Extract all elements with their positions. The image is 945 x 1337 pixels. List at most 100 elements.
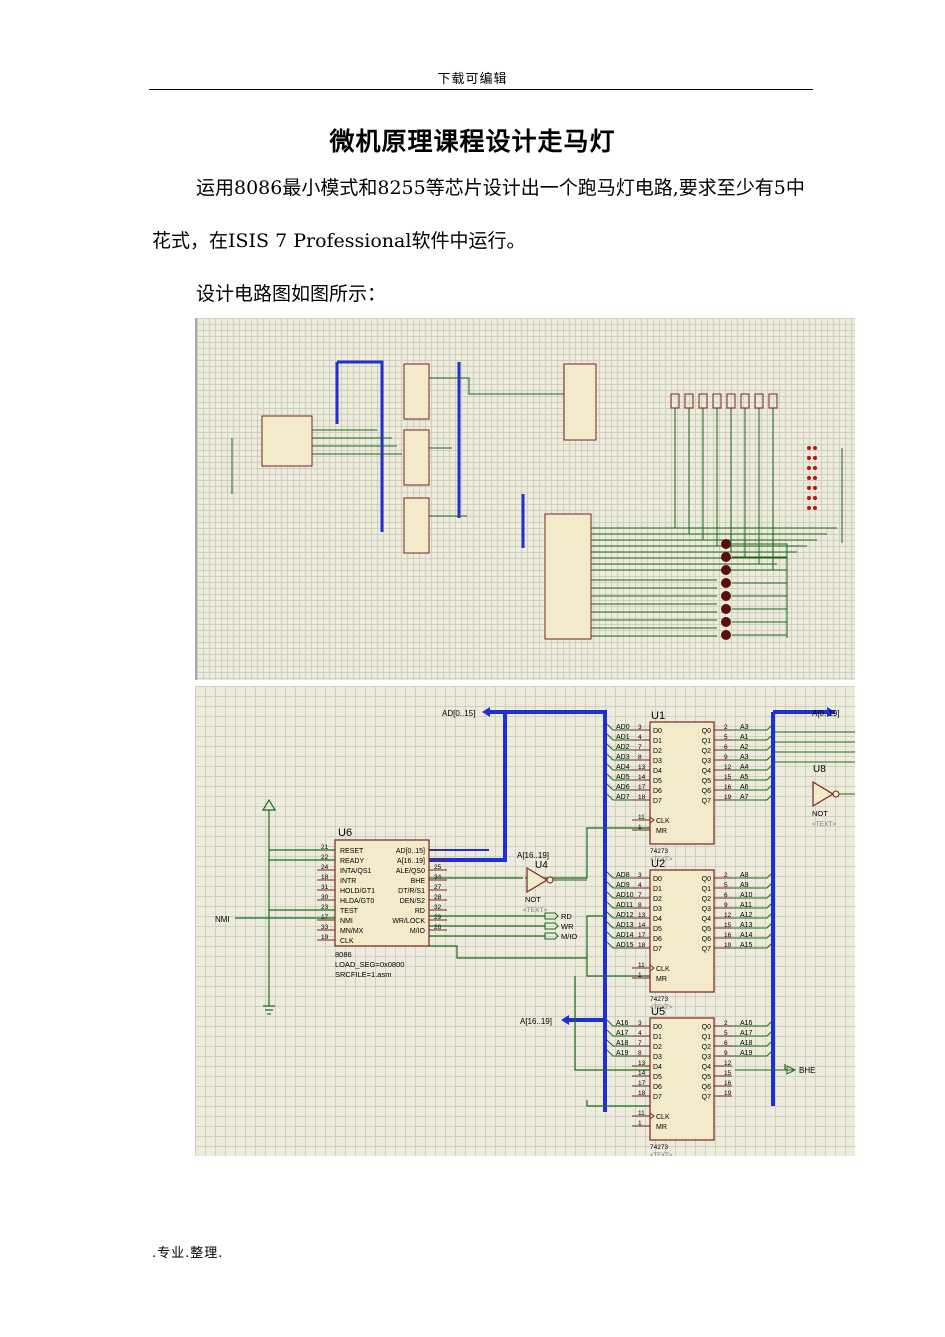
schematic-detail-image: U6 8086 LOAD_SEG=0x0800 SRCFILE=1.asm 21… <box>195 686 855 1156</box>
latch-in-net: AD11 <box>616 902 633 909</box>
latch-pin-num: 8 <box>638 902 642 909</box>
latch-out-net: A8 <box>740 872 749 879</box>
latch-out-net: A13 <box>740 922 753 929</box>
latch-text: <TEXT> <box>650 1005 673 1011</box>
latch-pin-num: 11 <box>638 962 645 969</box>
u6-pin-num: 27 <box>434 884 442 891</box>
ctrl-label: M/IO <box>561 932 577 941</box>
latch-pin-num: 9 <box>724 1050 728 1057</box>
u6-pin-num: 22 <box>321 854 329 861</box>
latch-q-name: Q2 <box>702 1044 711 1051</box>
a-bus-label: A[0..19] <box>812 709 840 718</box>
u6-pin-num: 23 <box>321 904 329 911</box>
latch-q-name: Q1 <box>702 886 711 893</box>
latch-out-net: A6 <box>740 784 749 791</box>
latch-part: 74273 <box>650 1144 668 1151</box>
ctrl-terminal <box>544 932 559 940</box>
schematic-overview-image <box>195 318 855 680</box>
u6-pin-num: 25 <box>434 864 442 871</box>
latch-pin-num: 13 <box>638 912 646 919</box>
latch-out-net: A15 <box>740 942 753 949</box>
bhe-output: BHE <box>735 1065 815 1075</box>
latch-q-name: Q4 <box>702 1064 711 1071</box>
latch-pin-num: 13 <box>638 764 646 771</box>
latch-pin-num: 12 <box>724 764 732 771</box>
u6-pin-name: HLDA/GT0 <box>340 898 374 905</box>
u6-8086-chip <box>334 839 430 947</box>
u6-pin-name: RESET <box>340 848 364 855</box>
latch-pin-num: 4 <box>638 734 642 741</box>
intro-paragraph: 运用8086最小模式和8255等芯片设计出一个跑马灯电路,要求至少有5中花式，在… <box>152 177 805 252</box>
latch-d-name: D7 <box>653 1094 662 1101</box>
latch-in-net: AD15 <box>616 942 634 949</box>
latch-pin-num: 6 <box>724 1040 728 1047</box>
latch-q-name: Q4 <box>702 916 711 923</box>
latch-q-name: Q3 <box>702 906 711 913</box>
u6-pin-name: INTR <box>340 878 356 885</box>
latch-in-net: A18 <box>616 1040 629 1047</box>
latch-pin-num: 18 <box>638 942 646 949</box>
latch-in-net: A16 <box>616 1020 629 1027</box>
latch-out-net: A2 <box>740 744 749 751</box>
latch-ctrl-name: CLK <box>656 818 670 825</box>
latch-q-name: Q3 <box>702 1054 711 1061</box>
latch-d-name: D6 <box>653 936 662 943</box>
latch-ctrl-name: MR <box>656 976 667 983</box>
latch-q-name: Q6 <box>702 788 711 795</box>
latch-out-net: A19 <box>740 1050 753 1057</box>
u4-part: NOT <box>525 895 541 904</box>
u8-text: <TEXT> <box>812 821 836 828</box>
latch-pin-num: 17 <box>638 932 646 939</box>
latch-out-net: A4 <box>740 764 749 771</box>
latch-out-net: A1 <box>740 734 749 741</box>
latch-pin-num: 4 <box>638 1030 642 1037</box>
latch-d-name: D2 <box>653 748 662 755</box>
latch-pin-num: 15 <box>724 922 732 929</box>
schematic-detail-drawing: U6 8086 LOAD_SEG=0x0800 SRCFILE=1.asm 21… <box>215 707 855 1156</box>
latch-ref: U2 <box>651 858 665 870</box>
latch-pin-num: 12 <box>724 912 732 919</box>
latch-in-net: A17 <box>616 1030 629 1037</box>
latch-out-net: A9 <box>740 882 749 889</box>
u6-pin-name: CLK <box>340 938 354 945</box>
u6-pin-name: NMI <box>340 918 353 925</box>
u6-pin-name: MN/MX <box>340 928 364 935</box>
latch-in-net: AD10 <box>616 892 634 899</box>
bhe-label: BHE <box>799 1066 815 1075</box>
latch-pin-num: 4 <box>638 882 642 889</box>
latch-in-net: A19 <box>616 1050 629 1057</box>
latch-d-name: D4 <box>653 768 662 775</box>
a-high-bus-label: A[16..19] <box>520 1017 552 1026</box>
latch-text: <TEXT> <box>650 857 673 863</box>
latch-pin-num: 6 <box>724 744 728 751</box>
u6-pin-name: BHE <box>411 878 426 885</box>
latch-q-name: Q7 <box>702 1094 711 1101</box>
latch-ctrl-name: CLK <box>656 1114 670 1121</box>
latch-in-net: AD3 <box>616 754 630 761</box>
u6-pin-name: ALE/QS0 <box>396 868 425 875</box>
latch-in-net: AD0 <box>616 724 630 731</box>
latch-q-name: Q7 <box>702 946 711 953</box>
latch-out-net: A3 <box>740 724 749 731</box>
latch-d-name: D2 <box>653 896 662 903</box>
latch-d-name: D7 <box>653 798 662 805</box>
u6-part: 8086 <box>335 950 352 959</box>
u6-pin-num: 29 <box>434 914 442 921</box>
latch-ctrl-name: MR <box>656 1124 667 1131</box>
u6-pin-name: M/IO <box>410 928 426 935</box>
latch-d-name: D7 <box>653 946 662 953</box>
latch-q-name: Q0 <box>702 1024 711 1031</box>
u6-pin-num: 28 <box>434 894 442 901</box>
latch-in-net: AD5 <box>616 774 630 781</box>
latch-pin-num: 16 <box>724 1080 732 1087</box>
latch-in-net: AD1 <box>616 734 630 741</box>
u6-pin-name: TEST <box>340 908 359 915</box>
latch-d-name: D3 <box>653 758 662 765</box>
latch-pin-num: 3 <box>638 724 642 731</box>
latch-d-name: D0 <box>653 1024 662 1031</box>
ad-bus-label: AD[0..15] <box>442 709 475 718</box>
latch-q-name: Q0 <box>702 876 711 883</box>
u6-prop-load: LOAD_SEG=0x0800 <box>335 960 404 969</box>
latch-part: 74273 <box>650 848 668 855</box>
latch-out-net: A3 <box>740 754 749 761</box>
